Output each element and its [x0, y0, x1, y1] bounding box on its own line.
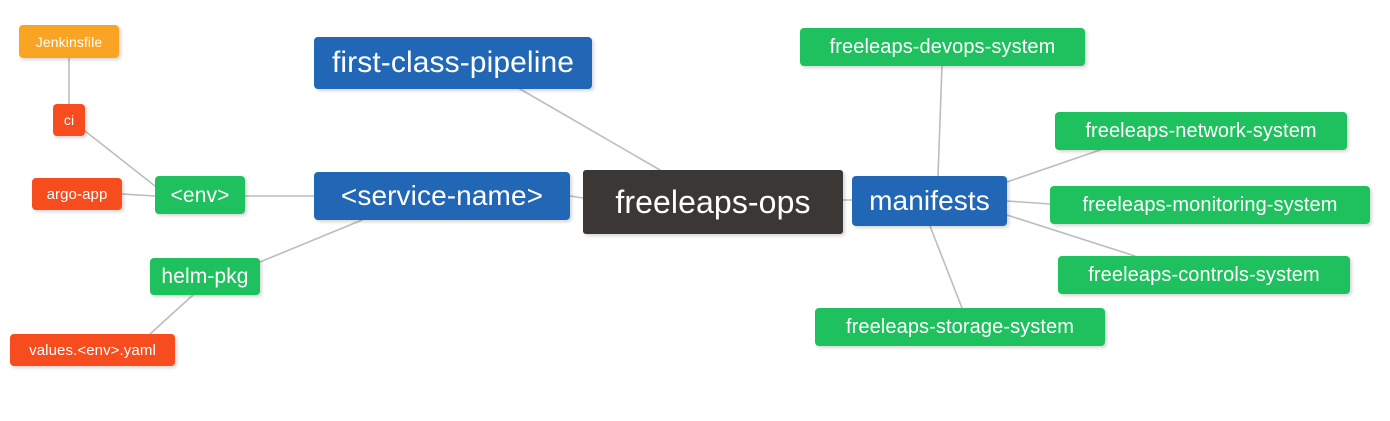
edge-manifests-devops [937, 65, 943, 177]
node-label-first-class-pipeline: first-class-pipeline [331, 46, 575, 79]
node-label-freeleaps-controls-system: freeleaps-controls-system [1088, 264, 1320, 286]
node-label-manifests: manifests [869, 185, 990, 216]
node-first-class-pipeline[interactable]: first-class-pipeline [314, 37, 592, 89]
node-label-helm-pkg: helm-pkg [161, 265, 249, 288]
node-label-argo-app: argo-app [46, 185, 108, 203]
node-ci[interactable]: ci [53, 104, 85, 136]
node-argo-app[interactable]: argo-app [32, 178, 122, 210]
node-label-freeleaps-storage-system: freeleaps-storage-system [845, 316, 1075, 338]
node-label-freeleaps-devops-system: freeleaps-devops-system [829, 36, 1056, 58]
edge-manifests-monitoring [1006, 200, 1051, 205]
edge-values-yaml-helm-pkg [149, 294, 194, 335]
node-freeleaps-network-system[interactable]: freeleaps-network-system [1055, 112, 1347, 150]
node-label-service-name: <service-name> [340, 180, 544, 211]
node-label-values-yaml: values.<env>.yaml [29, 341, 156, 359]
node-values-yaml[interactable]: values.<env>.yaml [10, 334, 175, 366]
node-label-ci: ci [63, 112, 75, 128]
edge-service-name-freeleaps-ops [569, 195, 584, 199]
node-helm-pkg[interactable]: helm-pkg [150, 258, 260, 295]
node-label-jenkinsfile: Jenkinsfile [35, 33, 103, 50]
node-label-freeleaps-monitoring-system: freeleaps-monitoring-system [1082, 194, 1338, 216]
node-label-freeleaps-network-system: freeleaps-network-system [1085, 120, 1317, 142]
edge-manifests-network [1006, 149, 1101, 183]
node-freeleaps-controls-system[interactable]: freeleaps-controls-system [1058, 256, 1350, 294]
node-label-freeleaps-ops: freeleaps-ops [615, 184, 811, 220]
node-freeleaps-ops[interactable]: freeleaps-ops [583, 170, 843, 234]
edge-helm-pkg-service-name [259, 219, 363, 263]
node-freeleaps-monitoring-system[interactable]: freeleaps-monitoring-system [1050, 186, 1370, 224]
node-freeleaps-storage-system[interactable]: freeleaps-storage-system [815, 308, 1105, 346]
node-label-env: <env> [170, 183, 230, 207]
edge-argo-app-env [121, 193, 156, 197]
node-jenkinsfile[interactable]: Jenkinsfile [19, 25, 119, 58]
edge-manifests-storage [929, 225, 963, 309]
node-freeleaps-devops-system[interactable]: freeleaps-devops-system [800, 28, 1085, 66]
node-manifests[interactable]: manifests [852, 176, 1007, 226]
node-env[interactable]: <env> [155, 176, 245, 214]
edge-first-class-pipeline-freeleaps-ops [519, 88, 661, 171]
node-service-name[interactable]: <service-name> [314, 172, 570, 220]
